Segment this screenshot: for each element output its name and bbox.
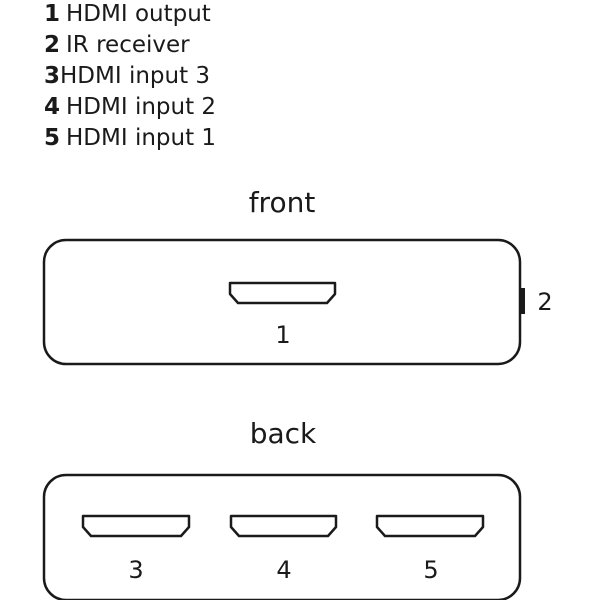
- hdmi-input-3-port-icon: [81, 514, 191, 538]
- legend-item-hdmi-input-3: 3HDMI input 3: [44, 62, 216, 93]
- port-label-input-2: 4: [276, 556, 291, 584]
- port-label-input-3: 3: [128, 556, 143, 584]
- legend-text: HDMI input 2: [66, 94, 217, 120]
- legend-number: 2: [44, 32, 61, 58]
- hdmi-input-1-port-icon: [375, 514, 485, 538]
- legend-text: IR receiver: [66, 32, 190, 58]
- port-label-output: 1: [275, 321, 290, 349]
- legend-text: HDMI input 1: [66, 125, 217, 151]
- legend-number: 3: [44, 63, 61, 89]
- legend-number: 1: [44, 1, 61, 27]
- ir-receiver-icon: [519, 288, 525, 314]
- back-device-body: [42, 473, 522, 600]
- hdmi-output-port-icon: [228, 281, 337, 305]
- front-view-title: front: [249, 186, 316, 219]
- legend-text: HDMI input 3: [60, 63, 211, 89]
- back-view-title: back: [250, 417, 317, 450]
- ir-receiver-label: 2: [537, 288, 552, 316]
- hdmi-input-2-port-icon: [229, 514, 338, 538]
- legend-number: 4: [44, 94, 61, 120]
- port-label-input-1: 5: [423, 556, 438, 584]
- legend-text: HDMI output: [66, 1, 211, 27]
- legend-number: 5: [44, 125, 61, 151]
